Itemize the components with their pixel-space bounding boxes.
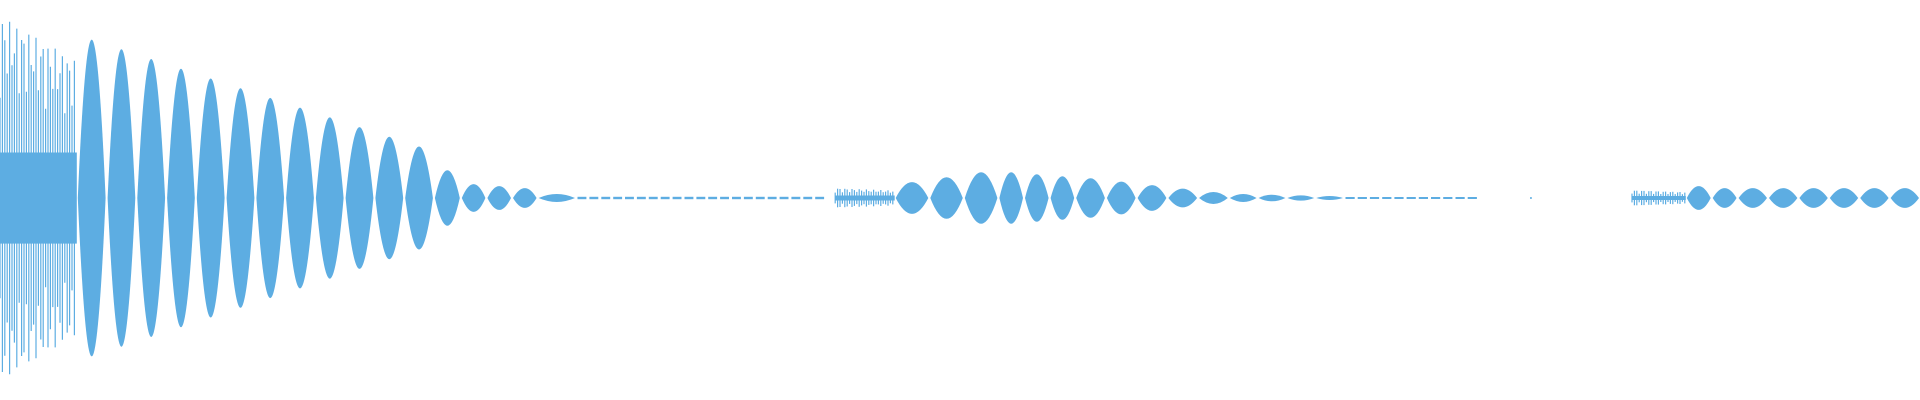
- waveform-quiet-trace: [779, 196, 789, 200]
- waveform-quiet-trace: [720, 196, 729, 200]
- waveform-lobe: [1829, 188, 1859, 208]
- waveform-lobe: [538, 194, 575, 202]
- waveform-lobe: [405, 146, 433, 250]
- waveform-quiet-trace: [1406, 197, 1416, 199]
- waveform-quiet-trace: [636, 196, 646, 200]
- waveform-lobe: [513, 188, 537, 208]
- waveform-lobe: [1199, 192, 1228, 204]
- waveform-burst: [834, 188, 895, 208]
- waveform-lobe: [964, 172, 998, 224]
- waveform-lobe: [1258, 194, 1286, 202]
- waveform-burst: [77, 39, 433, 357]
- waveform-lobe: [226, 88, 255, 308]
- waveform-segment-1: [0, 21, 825, 375]
- waveform-burst: [1738, 188, 1919, 208]
- waveform-burst: [461, 184, 537, 212]
- waveform-lobe: [345, 127, 374, 269]
- waveform-quiet-trace: [684, 196, 694, 200]
- waveform-quiet-trace: [696, 196, 706, 200]
- waveform-lobe: [256, 97, 285, 299]
- waveform-lobe: [999, 172, 1023, 224]
- waveform-lobe: [1137, 185, 1167, 211]
- waveform-burst: [895, 172, 998, 224]
- waveform-lobe: [1890, 188, 1919, 208]
- waveform-quiet-trace: [791, 196, 801, 200]
- waveform-quiet-trace: [601, 196, 611, 200]
- waveform-burst: [1229, 194, 1343, 202]
- waveform-dot: [1530, 197, 1532, 199]
- waveform-lobe: [1050, 176, 1075, 220]
- waveform-quiet-trace: [577, 196, 587, 200]
- waveform-lobe: [315, 117, 344, 279]
- waveform-burst: [1530, 197, 1532, 199]
- waveform-quiet-trace: [1418, 197, 1428, 199]
- waveform-burst: [1686, 186, 1737, 210]
- waveform-core-band: [0, 152, 77, 244]
- waveform-lobe: [930, 177, 963, 219]
- waveform-quiet-trace: [613, 196, 623, 200]
- waveform-quiet-trace: [589, 196, 599, 200]
- waveform-quiet-trace: [1357, 197, 1367, 199]
- waveform-lobe: [1686, 186, 1711, 210]
- waveform-quiet-trace: [767, 196, 777, 200]
- waveform-quiet-trace: [815, 196, 825, 200]
- waveform-quiet-trace: [743, 196, 753, 200]
- waveform-lobe: [1769, 188, 1798, 208]
- waveform-core-band: [1632, 196, 1686, 200]
- waveform-lobe: [137, 59, 166, 337]
- waveform-lobe: [1799, 188, 1828, 208]
- waveform-lobe: [167, 68, 195, 328]
- waveform-segment-3: [1631, 186, 1919, 210]
- waveform-segment-2: [834, 172, 1532, 224]
- waveform-quiet-trace: [1382, 197, 1392, 199]
- waveform-quiet-trace: [672, 196, 682, 200]
- waveform-lobe: [1316, 196, 1343, 200]
- waveform-quiet-trace: [732, 196, 741, 200]
- waveform-lobe: [375, 136, 404, 260]
- waveform-lobe: [107, 49, 136, 347]
- waveform-quiet-trace: [1467, 197, 1477, 199]
- waveform-quiet-trace: [660, 196, 670, 200]
- waveform-lobe: [77, 39, 106, 357]
- waveform-burst: [1631, 190, 1686, 206]
- waveform-lobe: [1860, 188, 1889, 208]
- waveform-burst: [1345, 197, 1477, 199]
- waveform-quiet-trace: [1345, 197, 1355, 199]
- waveform-burst: [538, 194, 575, 202]
- waveform-core-band: [835, 195, 895, 201]
- waveform-lobe: [1229, 194, 1257, 202]
- waveform-quiet-trace: [625, 196, 634, 200]
- waveform-lobe: [1168, 188, 1198, 208]
- waveform-burst: [434, 170, 460, 226]
- waveform-lobe: [1287, 195, 1315, 201]
- waveform-lobe: [461, 184, 486, 212]
- waveform-lobe: [1712, 188, 1737, 208]
- waveform-burst: [577, 196, 825, 200]
- waveform-quiet-trace: [1394, 197, 1404, 199]
- waveform-lobe: [1106, 181, 1136, 215]
- waveform-quiet-trace: [1443, 197, 1453, 199]
- waveform-quiet-trace: [648, 196, 658, 200]
- waveform-quiet-trace: [708, 196, 718, 200]
- waveform-quiet-trace: [1369, 197, 1380, 199]
- waveform-burst: [999, 172, 1075, 224]
- waveform-lobe: [1025, 174, 1049, 222]
- waveform-quiet-trace: [1431, 197, 1441, 199]
- waveform-quiet-trace: [755, 196, 765, 200]
- waveform-lobe: [286, 107, 314, 289]
- waveform-lobe: [1076, 178, 1105, 218]
- waveform-lobe: [895, 182, 929, 214]
- waveform-lobe: [487, 186, 511, 210]
- waveform-lobe: [434, 170, 460, 226]
- waveform-burst: [0, 21, 77, 375]
- waveform-lobe: [1738, 188, 1767, 208]
- waveform-burst: [1076, 178, 1228, 218]
- waveform-quiet-trace: [1455, 197, 1465, 199]
- waveform-lobe: [196, 78, 225, 318]
- waveform-quiet-trace: [803, 196, 813, 200]
